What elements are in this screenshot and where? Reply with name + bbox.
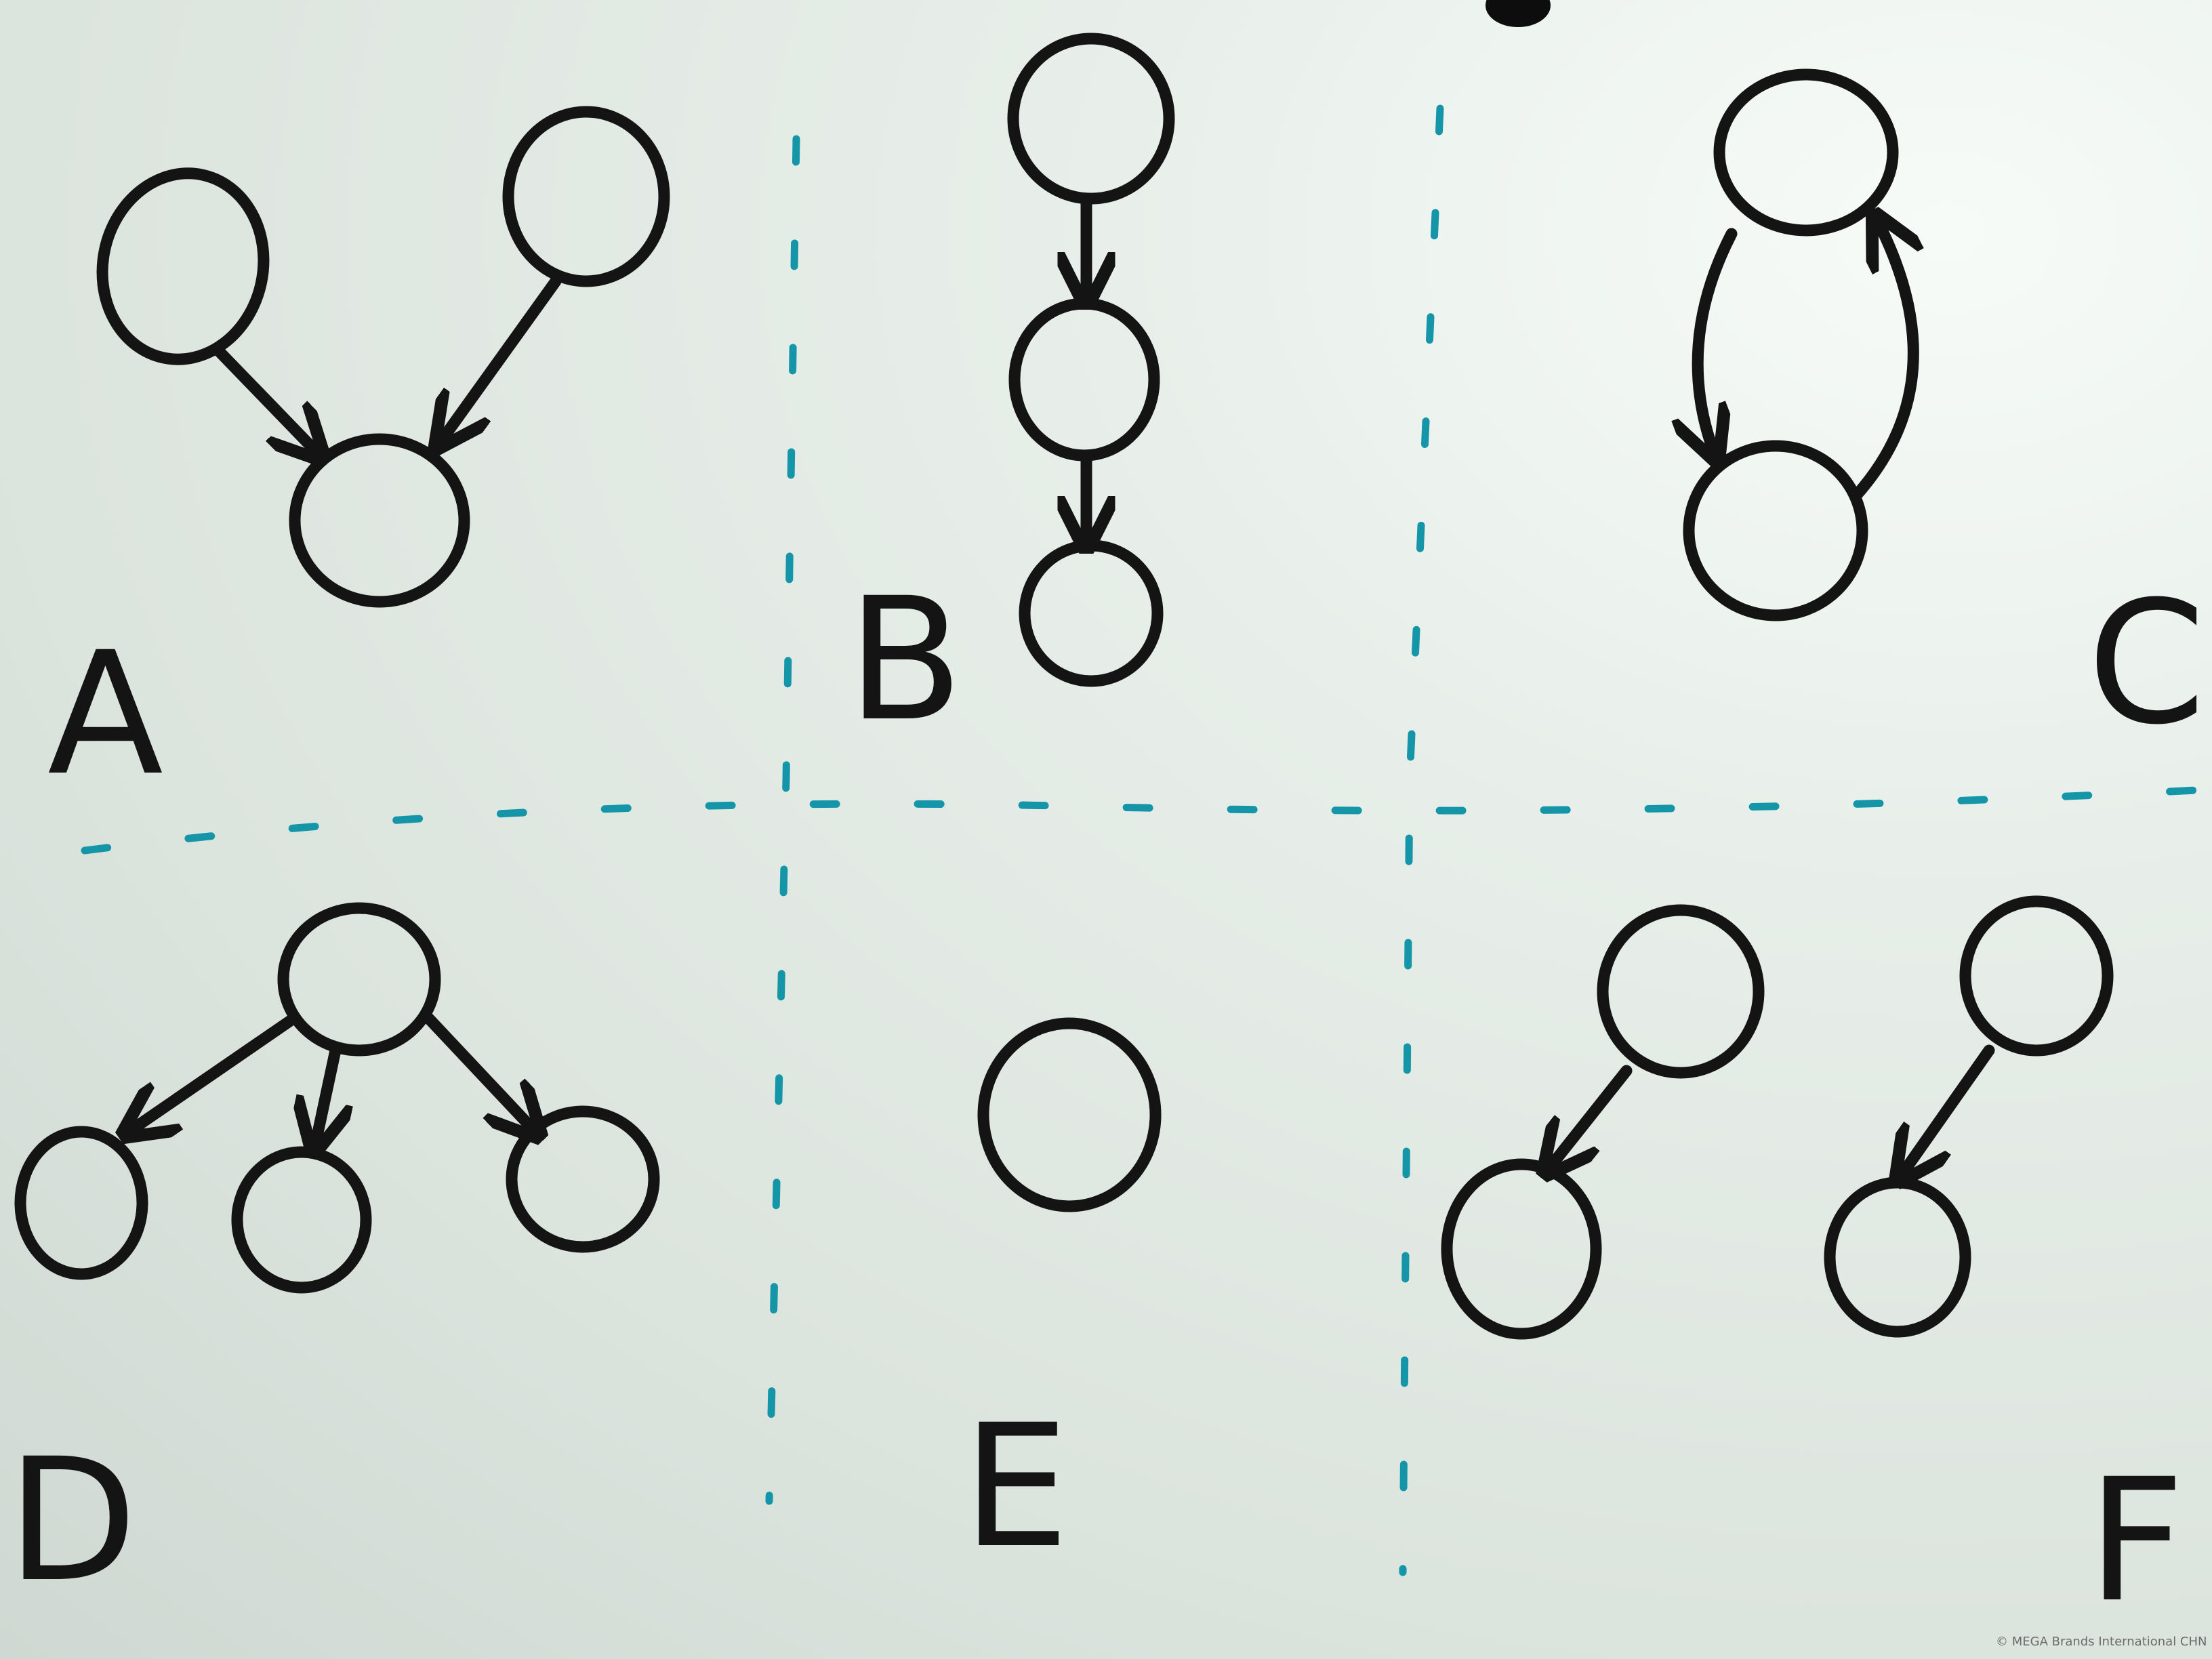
edge-a2-a3 [441, 275, 562, 442]
node-d4 [506, 1105, 660, 1253]
marker-cap [1486, 0, 1551, 27]
edge-d1-d2 [129, 1014, 298, 1132]
node-a1 [96, 167, 270, 365]
node-c1 [1713, 68, 1899, 237]
node-a2 [502, 106, 670, 287]
panel-label-e: E [962, 1388, 1069, 1585]
brand-imprint: © MEGA Brands International CHN [1996, 1635, 2207, 1649]
panel-e: E [962, 1017, 1162, 1585]
divider-vertical-left [765, 135, 800, 1505]
node-e1 [977, 1017, 1162, 1212]
panel-dividers [81, 104, 2212, 1576]
node-f1 [1597, 904, 1765, 1079]
edge-a1-a3 [211, 343, 319, 454]
node-b3 [1019, 539, 1164, 687]
edge-f1-f2 [1549, 1065, 1633, 1169]
node-b1 [1007, 33, 1175, 205]
node-d2 [14, 1126, 148, 1280]
panel-label-d: D [7, 1422, 138, 1619]
edge-f3-f4 [1901, 1044, 1995, 1176]
panel-label-c: C [2087, 565, 2206, 762]
edge-d1-d3 [315, 1044, 335, 1145]
edge-c1-c2 [1698, 228, 1738, 454]
node-b2 [1008, 298, 1160, 462]
panel-label-f: F [2087, 1442, 2185, 1639]
node-a3 [289, 433, 470, 608]
node-c2 [1683, 440, 1868, 621]
panel-c: C [1683, 68, 2206, 762]
panel-d: D [7, 902, 660, 1619]
panel-label-b: B [847, 561, 964, 758]
divider-vertical-right [1399, 104, 1444, 1576]
panel-b: B [847, 33, 1175, 758]
panel-f: F [1441, 895, 2185, 1639]
node-d1 [277, 902, 441, 1057]
edge-c2-c1 [1851, 220, 1913, 501]
panel-label-a: A [47, 615, 163, 813]
panel-a: A [47, 106, 670, 813]
edge-d1-d4 [421, 1010, 535, 1132]
node-f2 [1441, 1158, 1602, 1340]
node-f3 [1959, 895, 2114, 1057]
divider-horizontal [81, 785, 2212, 855]
node-d3 [231, 1146, 372, 1294]
node-f4 [1824, 1176, 1971, 1338]
